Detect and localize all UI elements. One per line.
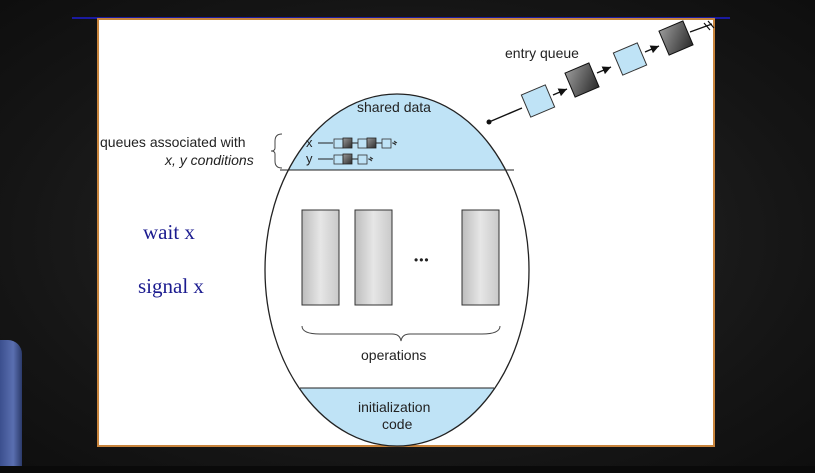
x-condition-queue bbox=[318, 137, 398, 149]
y-condition-queue bbox=[318, 153, 374, 165]
signal-text: signal x bbox=[138, 274, 204, 298]
slide-frame bbox=[97, 18, 715, 447]
presenter-silhouette bbox=[0, 340, 22, 473]
shared-data-label: shared data bbox=[357, 99, 431, 115]
operation-blocks bbox=[301, 209, 500, 306]
entry-queue-process bbox=[564, 62, 600, 98]
entry-queue-process bbox=[658, 20, 694, 56]
operation-block bbox=[301, 209, 340, 306]
wait-text: wait x bbox=[143, 220, 195, 244]
queue-tail-ground bbox=[689, 20, 715, 33]
queues-label-line2: x, y conditions bbox=[165, 152, 254, 168]
queue-y-label: y bbox=[306, 151, 313, 166]
entry-queue bbox=[486, 20, 715, 125]
operations-label: operations bbox=[361, 347, 427, 363]
video-bottom-bar bbox=[0, 466, 815, 473]
entry-queue-process bbox=[612, 42, 648, 76]
queue-x-label: x bbox=[306, 135, 313, 150]
monitor-outline bbox=[264, 93, 530, 447]
init-label-line2: code bbox=[382, 416, 413, 432]
init-label-line1: initialization bbox=[358, 399, 431, 415]
operation-block bbox=[354, 209, 393, 306]
queues-label-line1: queues associated with bbox=[100, 134, 246, 150]
queues-brace bbox=[270, 133, 283, 169]
entry-queue-process bbox=[520, 84, 556, 118]
entry-queue-label: entry queue bbox=[505, 45, 579, 61]
ellipsis-label: ••• bbox=[414, 253, 430, 267]
operations-brace bbox=[301, 325, 501, 342]
operation-block bbox=[461, 209, 500, 306]
